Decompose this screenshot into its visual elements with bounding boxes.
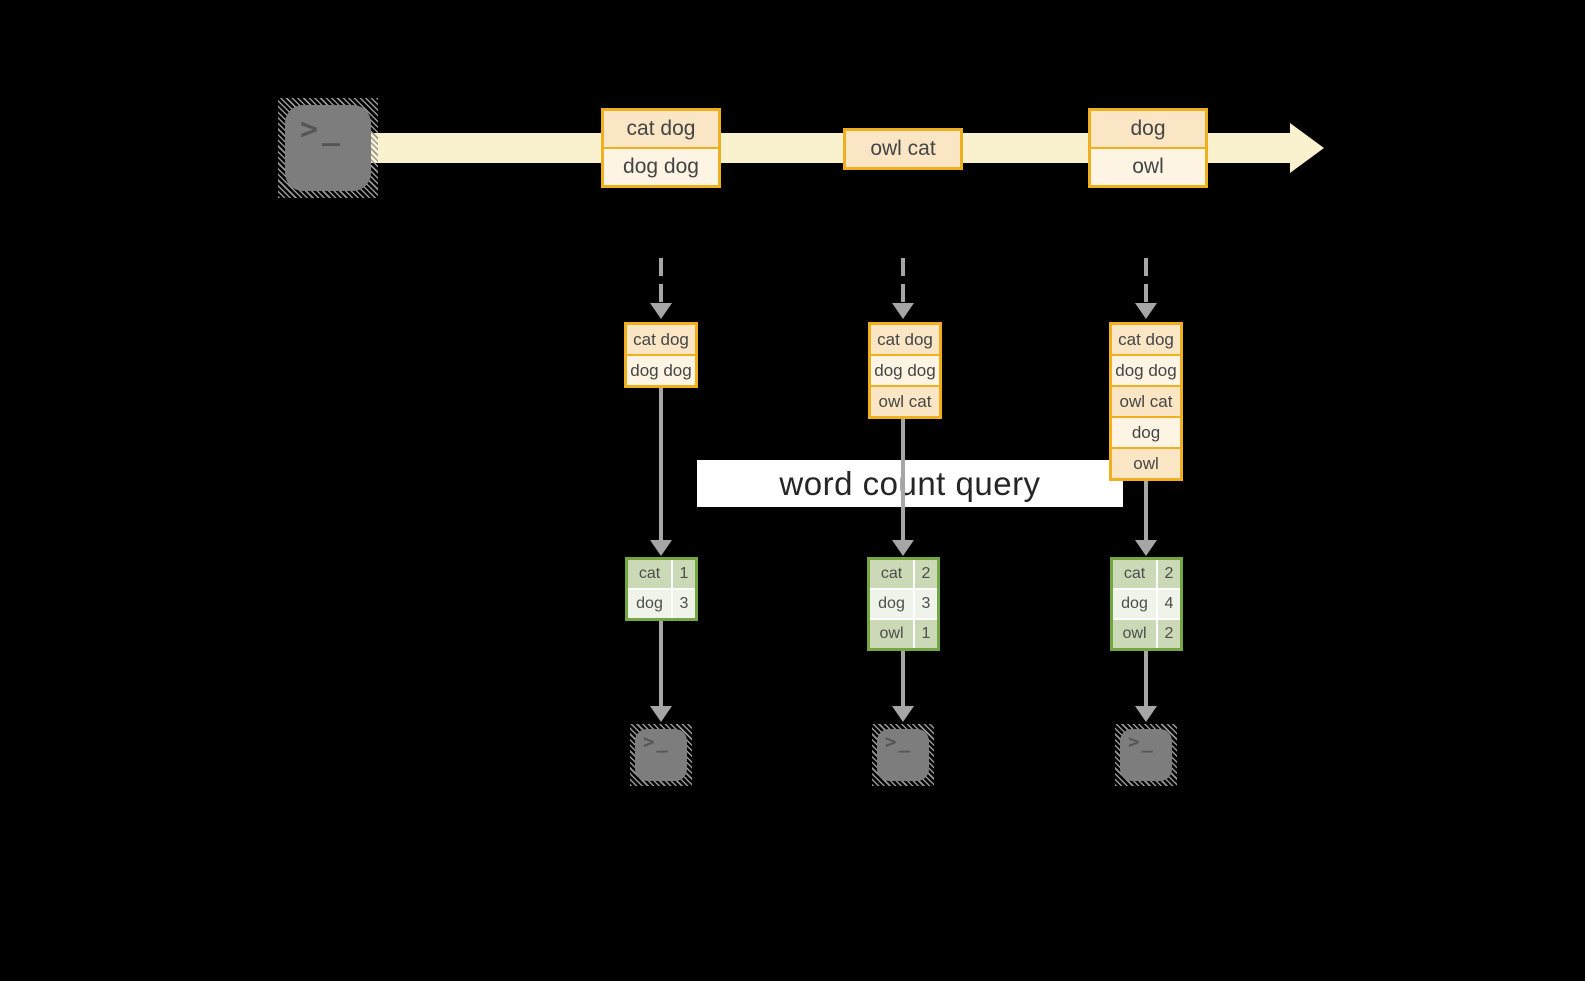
result-word: owl xyxy=(1113,620,1156,648)
arrowhead-icon xyxy=(1135,540,1157,556)
ingest-dashed-arrow-1 xyxy=(659,258,663,303)
arrowhead-icon xyxy=(650,540,672,556)
stream-source-terminal-icon: >_ xyxy=(278,98,378,198)
state-line: dog dog xyxy=(627,356,695,385)
state-to-result-arrow-2 xyxy=(901,419,905,540)
prompt-glyph: >_ xyxy=(885,731,912,753)
result-count: 2 xyxy=(1158,620,1180,648)
result-count: 1 xyxy=(673,560,695,588)
result-word: dog xyxy=(628,590,671,618)
result-count: 3 xyxy=(915,590,937,618)
state-box-3: cat dog dog dog owl cat dog owl xyxy=(1109,322,1183,481)
prompt-glyph: >_ xyxy=(300,112,345,147)
query-band: word count query xyxy=(697,460,1123,507)
arrowhead-icon xyxy=(892,303,914,319)
state-box-1: cat dog dog dog xyxy=(624,322,698,388)
state-line: dog dog xyxy=(1112,356,1180,385)
state-box-2: cat dog dog dog owl cat xyxy=(868,322,942,419)
query-label: word count query xyxy=(779,464,1041,502)
result-count: 1 xyxy=(915,620,937,648)
terminal-screen xyxy=(635,729,687,781)
result-word: cat xyxy=(628,560,671,588)
result-to-sink-arrow-3 xyxy=(1144,651,1148,706)
result-count: 3 xyxy=(673,590,695,618)
event-box-3: dog owl xyxy=(1088,108,1208,188)
result-word: dog xyxy=(870,590,913,618)
sink-terminal-icon-1: >_ xyxy=(630,724,692,786)
state-line: cat dog xyxy=(627,325,695,354)
event-line: cat dog xyxy=(604,111,718,147)
state-line: cat dog xyxy=(871,325,939,354)
result-word: dog xyxy=(1113,590,1156,618)
arrowhead-icon xyxy=(650,706,672,722)
arrowhead-icon xyxy=(1135,706,1157,722)
result-table-1: cat 1 dog 3 xyxy=(625,557,698,621)
event-box-1: cat dog dog dog xyxy=(601,108,721,188)
arrowhead-icon xyxy=(892,540,914,556)
sink-terminal-icon-2: >_ xyxy=(872,724,934,786)
prompt-glyph: >_ xyxy=(643,731,670,753)
sink-terminal-icon-3: >_ xyxy=(1115,724,1177,786)
state-line: dog xyxy=(1112,418,1180,447)
ingest-dashed-arrow-3 xyxy=(1144,258,1148,303)
result-table-3: cat 2 dog 4 owl 2 xyxy=(1110,557,1183,651)
state-to-result-arrow-1 xyxy=(659,388,663,540)
state-line: owl cat xyxy=(1112,387,1180,416)
state-line: owl cat xyxy=(871,387,939,416)
event-line: dog dog xyxy=(604,149,718,185)
terminal-screen xyxy=(285,105,371,191)
ingest-dashed-arrow-2 xyxy=(901,258,905,303)
stream-arrowhead-icon xyxy=(1290,123,1324,173)
event-box-2: owl cat xyxy=(843,128,963,170)
event-line: owl cat xyxy=(846,131,960,167)
result-count: 2 xyxy=(1158,560,1180,588)
result-word: cat xyxy=(870,560,913,588)
result-table-2: cat 2 dog 3 owl 1 xyxy=(867,557,940,651)
result-count: 2 xyxy=(915,560,937,588)
arrowhead-icon xyxy=(1135,303,1157,319)
terminal-screen xyxy=(877,729,929,781)
state-line: cat dog xyxy=(1112,325,1180,354)
state-to-result-arrow-3 xyxy=(1144,481,1148,540)
result-to-sink-arrow-1 xyxy=(659,621,663,706)
state-line: dog dog xyxy=(871,356,939,385)
prompt-glyph: >_ xyxy=(1128,731,1155,753)
arrowhead-icon xyxy=(892,706,914,722)
result-to-sink-arrow-2 xyxy=(901,651,905,706)
result-count: 4 xyxy=(1158,590,1180,618)
terminal-screen xyxy=(1120,729,1172,781)
event-line: owl xyxy=(1091,149,1205,185)
result-word: cat xyxy=(1113,560,1156,588)
event-line: dog xyxy=(1091,111,1205,147)
state-line: owl xyxy=(1112,449,1180,478)
result-word: owl xyxy=(870,620,913,648)
arrowhead-icon xyxy=(650,303,672,319)
